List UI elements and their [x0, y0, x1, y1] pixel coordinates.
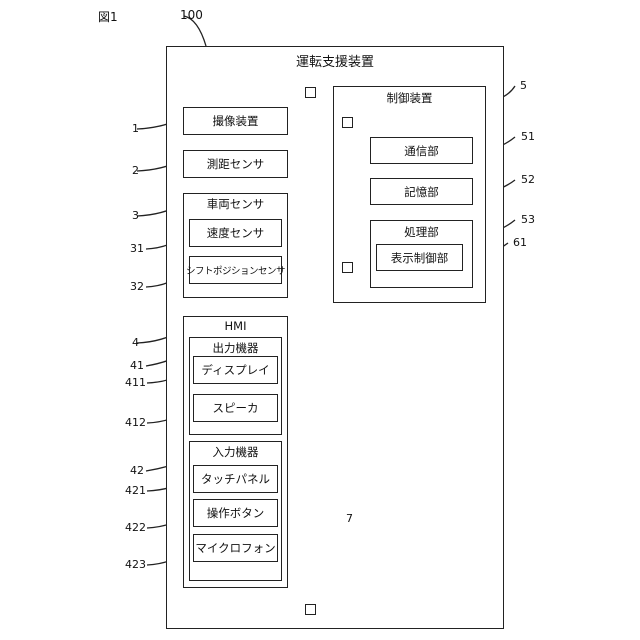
imaging-device-label: 撮像装置	[213, 113, 259, 129]
ref-speed-sensor: 31	[104, 242, 144, 255]
ref-controller: 5	[520, 79, 527, 92]
ref-device: 100	[180, 8, 203, 22]
ref-storage-unit: 52	[521, 173, 535, 186]
microphone-box: マイクロフォン	[193, 534, 278, 562]
speed-sensor-box: 速度センサ	[189, 219, 282, 247]
shift-position-sensor-label: シフトポジションセンサ	[186, 263, 285, 277]
display-label: ディスプレイ	[201, 362, 269, 378]
display-control-unit-label: 表示制御部	[391, 250, 449, 266]
ref-hmi: 4	[99, 336, 139, 349]
shift-position-sensor-box: シフトポジションセンサ	[189, 256, 282, 284]
ref-communication-unit: 51	[521, 130, 535, 143]
communication-unit-label: 通信部	[404, 143, 439, 159]
speaker-label: スピーカ	[213, 400, 259, 416]
input-device-title: 入力機器	[190, 444, 281, 460]
imaging-device-box: 撮像装置	[183, 107, 288, 135]
ref-touch-panel: 421	[106, 484, 146, 497]
controller-bus-terminal-top	[342, 117, 353, 128]
display-box: ディスプレイ	[193, 356, 278, 384]
processing-unit-title: 処理部	[371, 224, 472, 240]
operation-button-label: 操作ボタン	[207, 505, 265, 521]
speaker-box: スピーカ	[193, 394, 278, 422]
ref-vehicle-sensor: 3	[99, 209, 139, 222]
ref-ranging: 2	[99, 164, 139, 177]
ref-operation-button: 422	[106, 521, 146, 534]
ref-microphone: 423	[106, 558, 146, 571]
bus-terminal-bottom	[305, 604, 316, 615]
touch-panel-box: タッチパネル	[193, 465, 278, 493]
ref-display: 411	[106, 376, 146, 389]
storage-unit-label: 記憶部	[404, 184, 439, 200]
operation-button-box: 操作ボタン	[193, 499, 278, 527]
controller-title: 制御装置	[334, 90, 485, 106]
ranging-sensor-label: 測距センサ	[207, 156, 265, 172]
ref-bus: 7	[346, 512, 353, 525]
controller-bus-terminal-bottom	[342, 262, 353, 273]
speed-sensor-label: 速度センサ	[207, 225, 265, 241]
ref-output-device: 41	[104, 359, 144, 372]
ref-display-control-unit: 61	[513, 236, 527, 249]
bus-terminal-top	[305, 87, 316, 98]
display-control-unit-box: 表示制御部	[376, 244, 463, 271]
microphone-label: マイクロフォン	[195, 540, 275, 556]
figure-label: 図1	[98, 8, 118, 25]
ref-processing-unit: 53	[521, 213, 535, 226]
ranging-sensor-box: 測距センサ	[183, 150, 288, 178]
vehicle-sensor-title: 車両センサ	[184, 196, 287, 212]
hmi-title: HMI	[184, 319, 287, 333]
ref-imaging: 1	[99, 122, 139, 135]
storage-unit-box: 記憶部	[370, 178, 473, 205]
touch-panel-label: タッチパネル	[201, 471, 270, 487]
output-device-title: 出力機器	[190, 340, 281, 356]
driving-support-device-title: 運転支援装置	[167, 51, 503, 70]
ref-speaker: 412	[106, 416, 146, 429]
ref-input-device: 42	[104, 464, 144, 477]
ref-shift-position-sensor: 32	[104, 280, 144, 293]
communication-unit-box: 通信部	[370, 137, 473, 164]
